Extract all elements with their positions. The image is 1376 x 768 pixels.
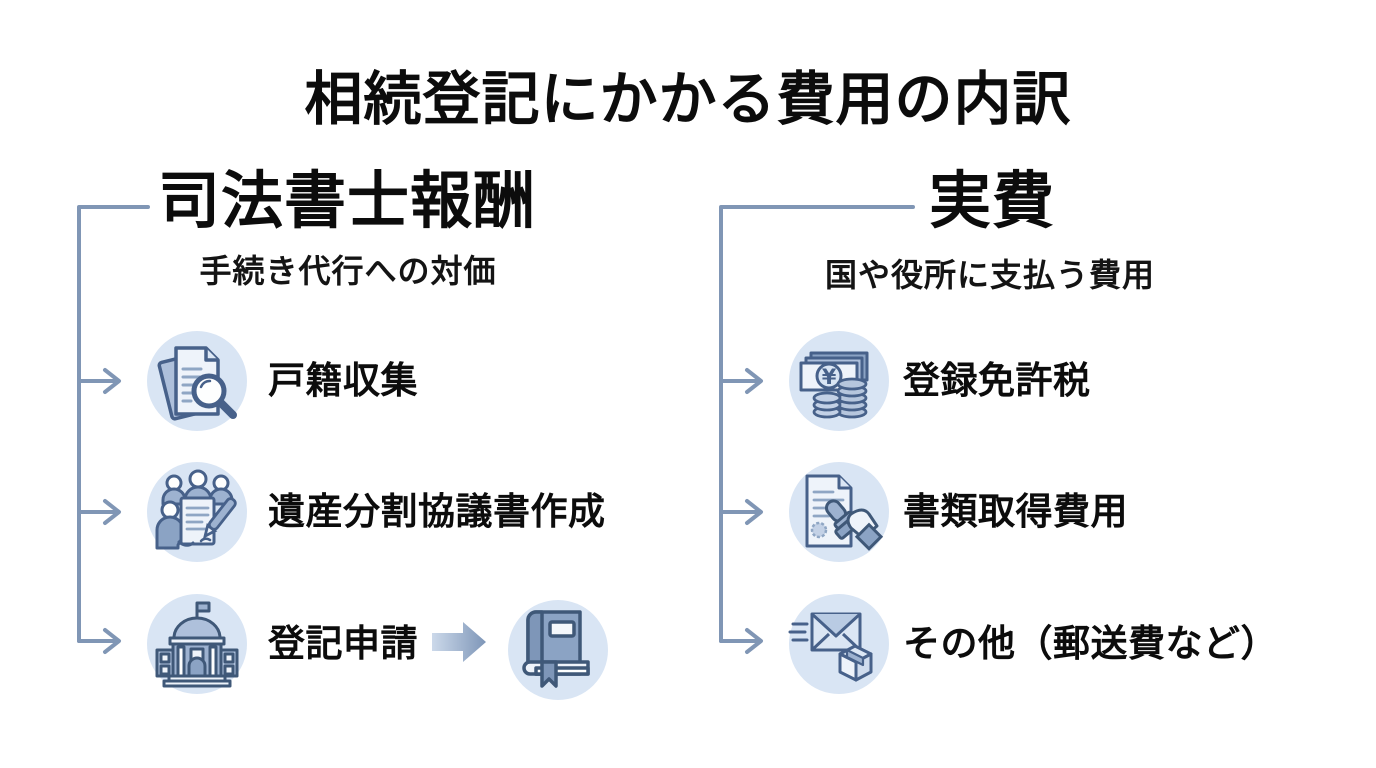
left-column-heading: 司法書士報酬 xyxy=(157,167,537,236)
money-coins-icon: ¥ xyxy=(789,331,889,431)
stamp-document-icon xyxy=(789,462,889,562)
block-arrow-icon xyxy=(432,622,486,662)
page-title: 相続登記にかかる費用の内訳 xyxy=(304,67,1072,132)
item-label: 書類取得費用 xyxy=(903,491,1128,532)
documents-magnifier-icon xyxy=(147,331,247,431)
mail-package-icon xyxy=(788,594,889,694)
right-column-subheading: 国や役所に支払う費用 xyxy=(824,257,1156,293)
right-column-heading: 実費 xyxy=(928,167,1056,236)
government-building-icon xyxy=(147,594,247,694)
item-label: 遺産分割協議書作成 xyxy=(268,491,606,532)
people-document-icon xyxy=(147,462,247,562)
svg-text:¥: ¥ xyxy=(822,365,837,389)
left-column-subheading: 手続き代行への対価 xyxy=(199,253,497,289)
item-label: 戸籍収集 xyxy=(268,360,418,401)
item-label: 登録免許税 xyxy=(903,360,1091,401)
left-bracket-line xyxy=(77,205,150,643)
book-icon xyxy=(508,600,608,700)
right-bracket-line xyxy=(719,205,915,643)
item-label: その他（郵送費など） xyxy=(903,623,1278,664)
item-label: 登記申請 xyxy=(268,623,418,664)
